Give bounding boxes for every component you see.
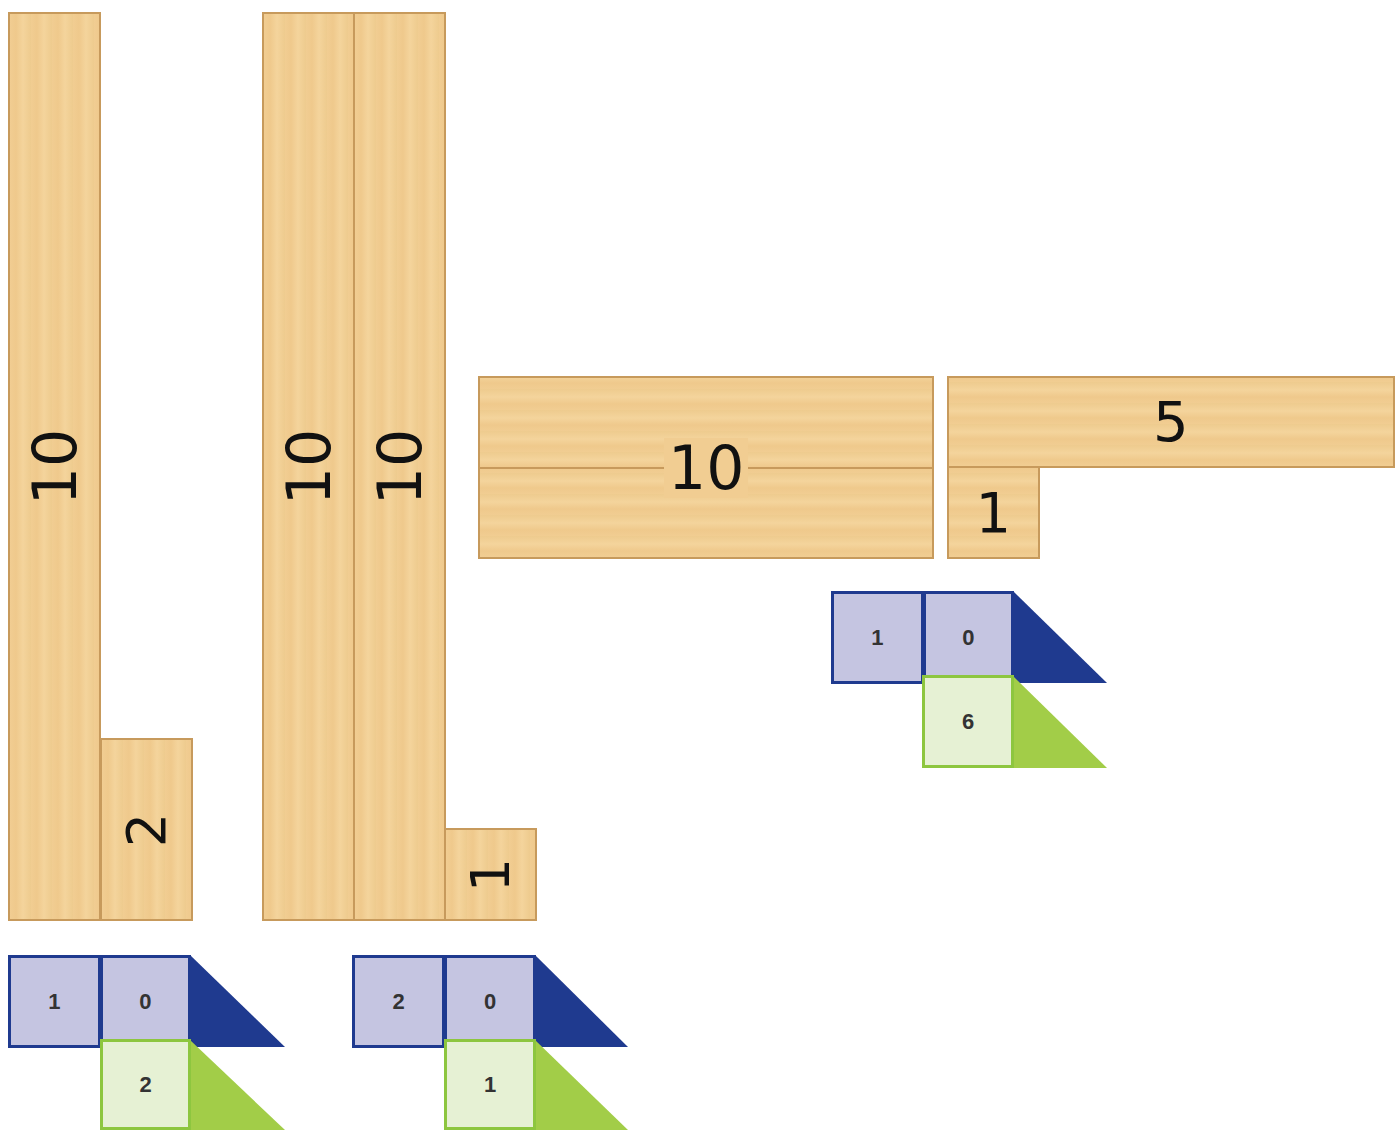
rod-number: 1 [464,857,518,891]
rod-number: 10 [370,428,430,504]
wooden-rod: 10 [353,12,446,921]
place-value-card: 10 [831,591,1014,684]
digit-cell: 2 [352,955,445,1048]
wooden-rod: 10 [478,376,934,559]
ones-card: 2 [100,1039,191,1130]
place-value-card: 10 [8,955,191,1048]
wooden-rod: 1 [444,828,537,921]
green-triangle [535,1040,628,1130]
wooden-rod: 5 [947,376,1395,468]
digit-cell: 0 [444,955,536,1048]
digit-cell: 1 [831,591,924,684]
digit-cell: 1 [8,955,101,1048]
wooden-rod: 2 [100,738,193,921]
rod-number: 2 [120,812,174,846]
ones-card: 6 [922,675,1014,768]
ones-card: 1 [444,1039,536,1130]
rod-number: 10 [664,438,748,498]
blue-triangle [1013,591,1107,683]
ones-digit-cell: 6 [922,675,1014,768]
place-value-card: 20 [352,955,536,1048]
rod-number: 10 [25,428,85,504]
ones-digit-cell: 2 [100,1039,191,1130]
rod-number: 1 [976,485,1012,541]
digit-cell: 0 [923,591,1015,684]
green-triangle [1013,676,1107,768]
digit-cell: 0 [100,955,192,1048]
wooden-rod: 10 [262,12,355,921]
blue-triangle [190,955,285,1047]
rod-number: 10 [279,428,339,504]
wooden-rod: 10 [8,12,101,921]
green-triangle [190,1040,285,1130]
wooden-rod: 1 [947,466,1040,559]
blue-triangle [535,955,628,1047]
ones-digit-cell: 1 [444,1039,536,1130]
rod-number: 5 [1153,394,1189,450]
